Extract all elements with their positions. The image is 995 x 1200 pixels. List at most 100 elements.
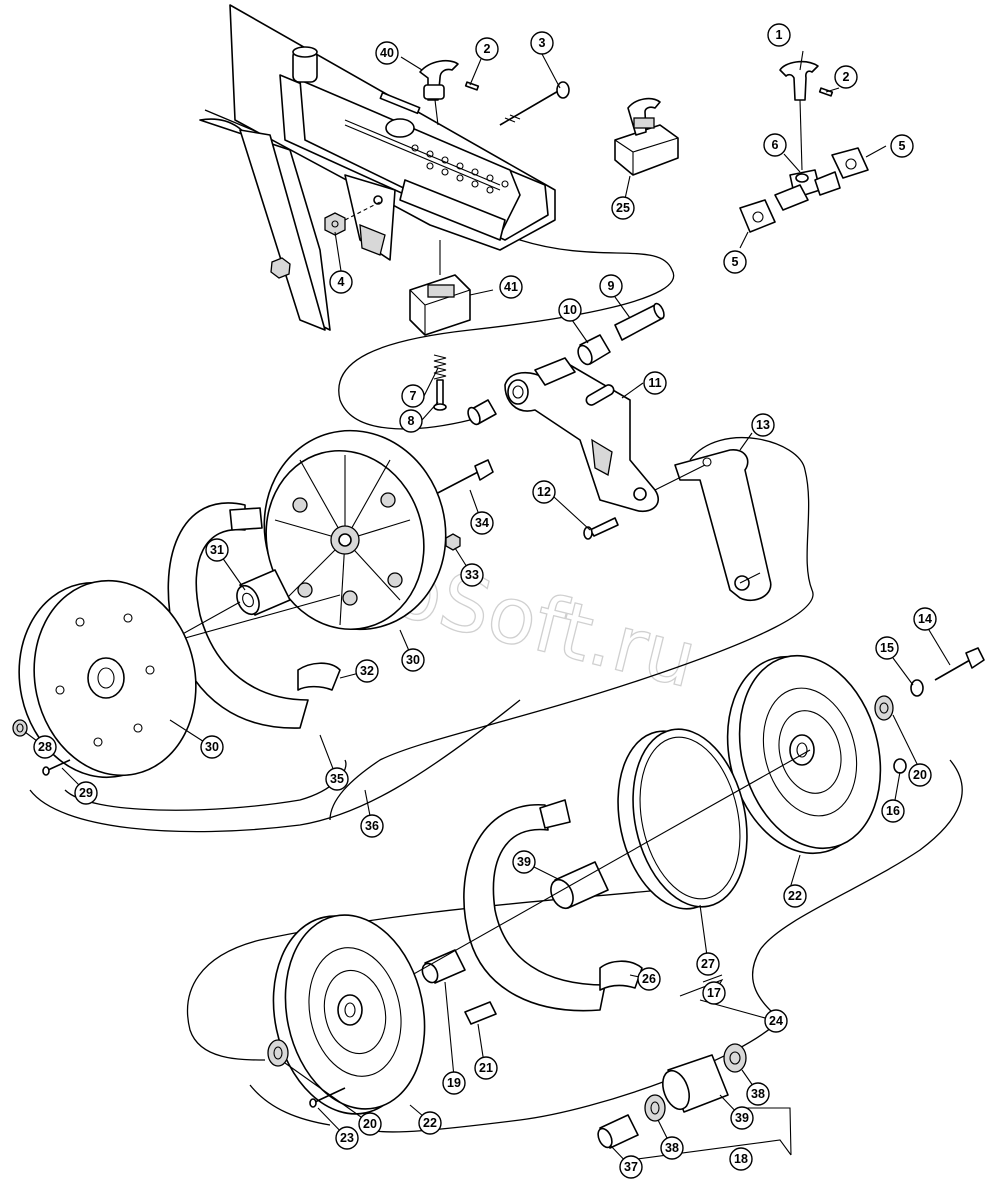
callout-13: 13 [751,413,775,437]
nut-33 [445,533,461,551]
callout-1-label: 1 [776,28,783,42]
tube-9 [614,302,665,341]
bushing-19 [421,949,466,984]
spring-7 [433,354,447,380]
callout-10: 10 [558,298,582,322]
callout-31: 31 [205,538,229,562]
callout-23-label: 23 [340,1131,354,1145]
callout-40: 40 [375,41,399,65]
callout-30-label: 30 [205,740,219,754]
callout-32-label: 32 [360,664,374,678]
callout-14-label: 14 [918,612,932,626]
lock-assembly-25 [614,97,679,176]
callout-20a: 20 [908,763,932,787]
tube-21 [464,1001,497,1025]
cap-5-right [831,147,869,179]
callout-23: 23 [335,1126,359,1150]
callout-17: 17 [702,981,726,1005]
callout-39a: 39 [512,850,536,874]
callout-16: 16 [881,799,905,823]
callout-11: 11 [643,371,667,395]
callout-2-label: 2 [843,70,850,84]
callout-20b: 20 [358,1112,382,1136]
bolt-14 [934,647,985,681]
callout-30b: 30 [200,735,224,759]
callout-8-label: 8 [408,414,415,428]
callout-3-label: 3 [539,36,546,50]
callout-20-label: 20 [913,768,927,782]
callout-25: 25 [611,196,635,220]
callout-34: 34 [470,511,494,535]
bearing-20-right [874,695,894,721]
callout-19: 19 [442,1071,466,1095]
callout-27: 27 [696,952,720,976]
callout-12-label: 12 [537,485,551,499]
spacer-31 [236,569,291,616]
callout-15: 15 [875,636,899,660]
callout-34-label: 34 [475,516,489,530]
screw-12 [583,517,619,540]
wheel-disc-30-left [18,579,197,779]
bolt-29 [42,759,71,776]
washer-16 [893,758,907,774]
callout-16-label: 16 [886,804,900,818]
callout-38b: 38 [746,1082,770,1106]
callout-13-label: 13 [756,418,770,432]
callout-5-label: 5 [899,139,906,153]
callout-12: 12 [532,480,556,504]
callout-35-label: 35 [330,772,344,786]
callout-3: 3 [530,31,554,55]
callout-2-label: 2 [484,42,491,56]
bolt-3 [499,81,570,126]
callout-30a: 30 [401,648,425,672]
wheel-disc-22-right [726,654,882,855]
callout-30-label: 30 [406,653,420,667]
callout-38-label: 38 [665,1141,679,1155]
callout-18: 18 [729,1147,753,1171]
callout-5a: 5 [890,134,914,158]
callout-37-label: 37 [624,1160,638,1174]
spacer-39-kit [662,1054,729,1113]
callout-31-label: 31 [210,543,224,557]
callout-19-label: 19 [447,1076,461,1090]
callout-36-label: 36 [365,819,379,833]
callout-2a: 2 [475,37,499,61]
frame-adjust-holes [411,144,509,194]
callout-33-label: 33 [465,568,479,582]
callout-9-label: 9 [608,279,615,293]
callout-6: 6 [763,133,787,157]
callout-6-label: 6 [772,138,779,152]
callout-24-label: 24 [769,1014,783,1028]
nut-4 [324,212,346,236]
callout-32: 32 [355,659,379,683]
washer-15 [910,679,924,697]
callout-21: 21 [474,1056,498,1080]
callout-40-label: 40 [380,46,394,60]
bolt-8 [433,379,447,411]
callout-29: 29 [74,781,98,805]
tire-half-35 [167,502,341,729]
callout-9: 9 [599,274,623,298]
bearing-20-left [267,1039,289,1067]
callout-4-label: 4 [338,275,345,289]
block-41 [409,274,471,336]
callout-8: 8 [399,409,423,433]
callout-26: 26 [637,967,661,991]
frame-assembly [199,4,556,331]
callout-22-label: 22 [788,889,802,903]
tire-half-24 [463,799,643,1012]
callout-36: 36 [360,814,384,838]
wheel-disc-22-left [272,914,426,1115]
callout-39-label: 39 [735,1111,749,1125]
callout-21-label: 21 [479,1061,493,1075]
callout-14: 14 [913,607,937,631]
handle-1 [779,60,834,171]
callout-1: 1 [767,23,791,47]
callout-38-label: 38 [751,1087,765,1101]
tee-fitting-6 [774,169,841,211]
callout-38a: 38 [660,1136,684,1160]
callout-41: 41 [499,275,523,299]
callout-17-label: 17 [707,986,721,1000]
callout-5-label: 5 [732,255,739,269]
callout-15-label: 15 [880,641,894,655]
